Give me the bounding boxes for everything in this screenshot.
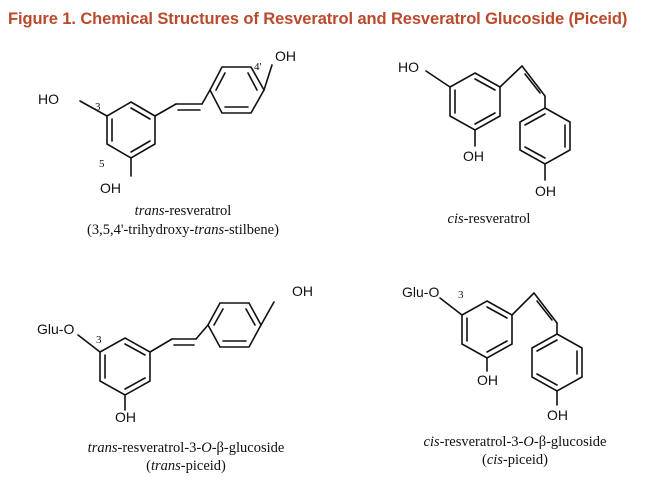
cis-piceid-structure: Glu-O OH OH 3 cis-resveratrol-3-O-β-gluc… (402, 284, 606, 468)
position-number: 5 (99, 158, 105, 170)
oh-label: OH (275, 48, 296, 64)
trans-resveratrol-structure: OH HO OH 3 5 4' trans-resveratrol (3,5,4… (38, 48, 296, 238)
oh-label: OH (477, 372, 498, 388)
caption-line-2: (trans-piceid) (146, 458, 226, 474)
oh-label: OH (535, 183, 556, 199)
caption-line-1: trans-resveratrol (135, 203, 232, 219)
caption-line-1: cis-resveratrol-3-O-β-glucoside (424, 434, 607, 450)
oh-label: OH (115, 409, 136, 425)
oh-label: OH (547, 407, 568, 423)
trans-piceid-structure: OH Glu-O OH 3 trans-resveratrol-3-O-β-gl… (37, 283, 313, 474)
position-number: 3 (96, 334, 102, 346)
position-number: 4' (254, 61, 262, 73)
position-number: 3 (95, 101, 101, 113)
caption-line-1: trans-resveratrol-3-O-β-glucoside (88, 440, 285, 456)
ho-label: HO (38, 91, 59, 107)
ho-label: HO (398, 59, 419, 75)
figure-title: Figure 1. Chemical Structures of Resvera… (8, 10, 628, 28)
caption-line-2: (3,5,4'-trihydroxy-trans-stilbene) (87, 222, 279, 238)
oh-label: OH (463, 148, 484, 164)
oh-label: OH (100, 180, 121, 196)
glu-o-label: Glu-O (402, 284, 439, 300)
cis-resveratrol-structure: HO OH OH cis-resveratrol (398, 59, 571, 227)
caption-line-1: cis-resveratrol (448, 211, 531, 227)
caption-line-2: (cis-piceid) (482, 452, 548, 468)
glu-o-label: Glu-O (37, 321, 74, 337)
oh-label: OH (292, 283, 313, 299)
position-number: 3 (458, 289, 464, 301)
